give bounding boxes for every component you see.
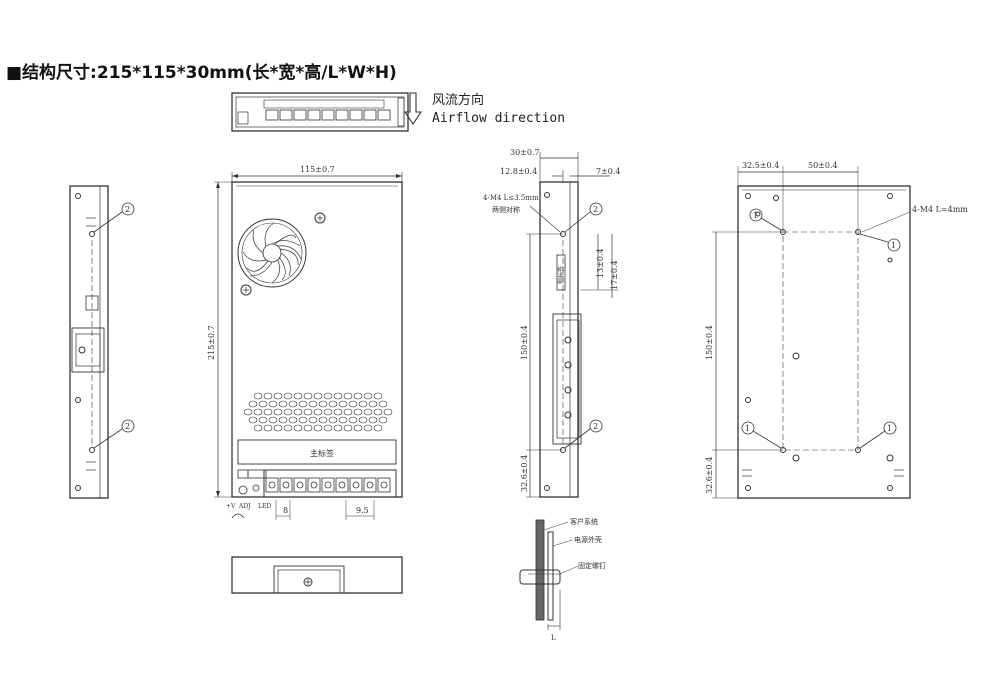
callout-1: 1	[753, 211, 758, 220]
dim-12-8: 12.8±0.4	[500, 167, 537, 176]
vent-holes	[243, 392, 393, 432]
customer-system-label: 客户系统	[570, 517, 598, 526]
fan-icon	[237, 218, 307, 288]
airflow-label-cn: 风流方向	[432, 92, 484, 108]
side-dim-150: 150±0.4	[520, 325, 529, 360]
bottom-dim-50: 50±0.4	[808, 161, 838, 170]
side-label-text: 侧标签	[557, 266, 565, 284]
end-view	[231, 556, 403, 594]
dim-30: 30±0.7	[510, 148, 540, 157]
side-screw-note: 4-M4 L≤3.5mm	[483, 194, 539, 202]
side-screw-note-2: 两侧对称	[492, 205, 520, 214]
bottom-plate-view: 32.5±0.4 50±0.4 150±0.4 32.6±0.4 4-M4 L=…	[705, 161, 968, 499]
terminal-block	[265, 477, 391, 493]
callout-1: 1	[891, 241, 896, 250]
label-plate-text: 主标签	[310, 448, 334, 458]
side-dim-32-6: 32.6±0.4	[520, 455, 529, 492]
callout-2: 2	[593, 422, 598, 431]
bottom-screw-note: 4-M4 L=4mm	[912, 205, 968, 214]
mount-detail: L 客户系统 电源外壳 固定螺钉	[519, 517, 606, 642]
terminal-pm-label: +V	[226, 503, 236, 510]
callout-1: 1	[887, 424, 892, 433]
callout-2: 2	[125, 422, 130, 431]
psu-case-label: 电源外壳	[574, 535, 602, 544]
side-dim-13: 13±0.4	[596, 248, 605, 278]
dim-7: 7±0.4	[596, 167, 621, 176]
airflow-label-en: Airflow direction	[432, 111, 565, 126]
dimension-title: ■结构尺寸:215*115*30mm(长*宽*高/L*W*H)	[6, 63, 397, 83]
left-side-view	[69, 185, 109, 499]
callout-2: 2	[593, 205, 598, 214]
pitch-95-dim: 9.5	[356, 506, 369, 515]
bottom-dim-32-5: 32.5±0.4	[742, 161, 779, 170]
front-view: 主标签 115±0.7 215±0.7 +V ADJ LE	[207, 165, 403, 520]
top-view	[231, 92, 409, 132]
pitch-8-dim: 8	[283, 506, 288, 515]
fixing-screw-label: 固定螺钉	[578, 561, 606, 570]
callout-1: 1	[745, 424, 750, 433]
callouts: 2 2 2 2 1 1 1 1	[93, 202, 901, 449]
callout-2: 2	[125, 205, 130, 214]
led-label: LED	[258, 503, 271, 510]
adj-label: ADJ	[238, 503, 251, 510]
bottom-dim-32-6: 32.6±0.4	[705, 457, 714, 494]
front-height-dim: 215±0.7	[207, 325, 216, 360]
front-width-dim: 115±0.7	[300, 165, 335, 174]
side-dim-17: 17±0.4	[610, 260, 619, 290]
bottom-dim-150: 150±0.4	[705, 325, 714, 360]
airflow-arrow-icon	[403, 92, 423, 125]
length-l-label: L	[551, 634, 556, 642]
right-side-view: 侧标签 30±0.7 12.8±0.4 7±0.4 4-M4 L≤3.5mm 两…	[483, 148, 621, 498]
